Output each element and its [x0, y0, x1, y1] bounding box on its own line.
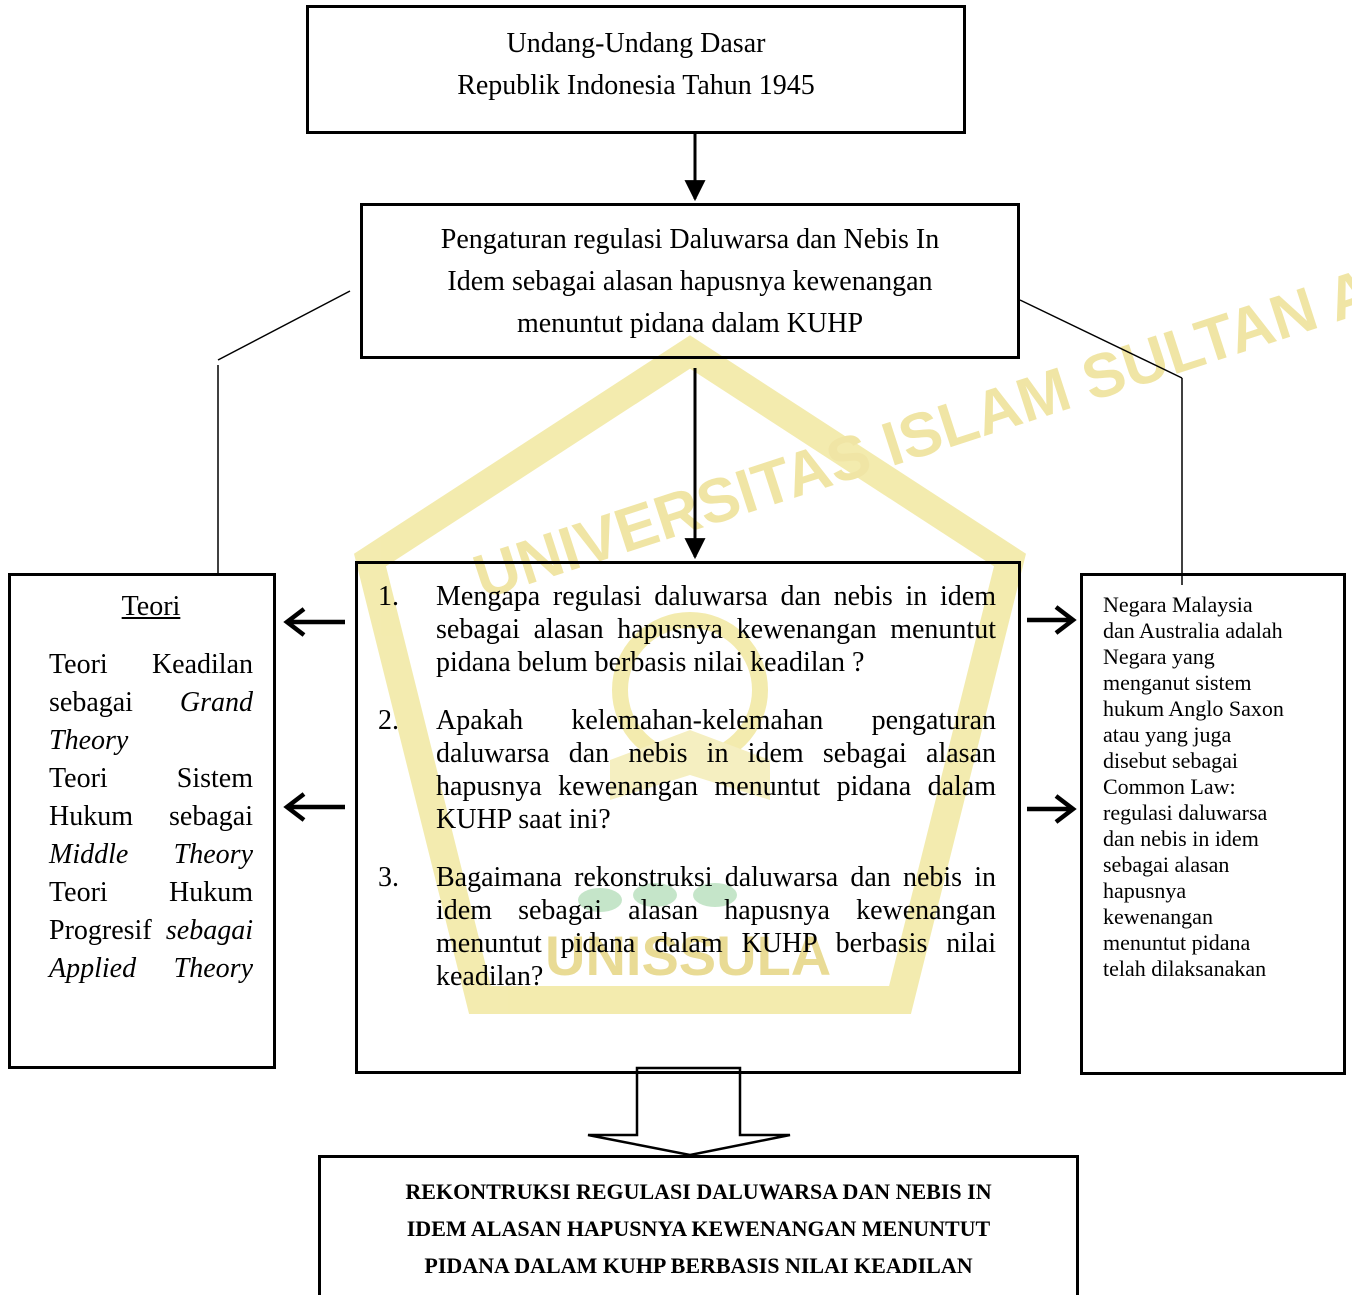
arrow-left-2-icon [283, 792, 345, 822]
teori-item-middle: Teori Sistem Hukum sebagai Middle Theory [49, 760, 253, 874]
teori-word: sebagai [49, 687, 133, 718]
teori-word: Keadilan [151, 649, 253, 680]
arrow-right-2-icon [1027, 794, 1077, 824]
question-text: Bagaimana rekonstruksi daluwarsa dan neb… [436, 862, 996, 992]
question-number: 1. [378, 581, 399, 612]
teori-title: Teori [121, 591, 181, 622]
teori-word: Teori [49, 649, 108, 680]
negara-line: hapusnya [1103, 878, 1187, 903]
negara-box: Negara Malaysia dan Australia adalah Neg… [1080, 573, 1346, 1075]
negara-line: sebagai alasan [1103, 852, 1230, 877]
uud-line-2: Republik Indonesia Tahun 1945 [457, 70, 815, 101]
teori-item-applied: Teori Hukum Progresif sebagai Applied The… [49, 874, 253, 988]
question-item: 3. Bagaimana rekonstruksi daluwarsa dan … [378, 861, 996, 993]
question-text: Apakah kelemahan-kelemahan pengaturan da… [436, 705, 996, 835]
arrow-left-1-icon [283, 607, 345, 637]
question-item: 2. Apakah kelemahan-kelemahan pengaturan… [378, 704, 996, 836]
arrow-right-1-icon [1027, 605, 1077, 635]
teori-word: Sistem [176, 763, 253, 794]
teori-word: Hukum [169, 877, 253, 908]
teori-word: Theory [49, 725, 129, 756]
block-arrow-down-icon [587, 1066, 791, 1157]
line-right-diagonal [1019, 299, 1183, 379]
teori-word: Progresif [49, 915, 152, 946]
negara-line: Negara Malaysia [1103, 592, 1253, 617]
negara-line: kewenangan [1103, 904, 1213, 929]
teori-word: Teori [49, 877, 108, 908]
uud-line-1: Undang-Undang Dasar [506, 28, 766, 59]
negara-line: Negara yang [1103, 644, 1215, 669]
teori-word: sebagai [169, 801, 253, 832]
negara-line: menganut sistem [1103, 670, 1252, 695]
teori-word: Applied Theory [49, 953, 253, 984]
negara-line: atau yang juga [1103, 722, 1232, 747]
negara-line: dan nebis in idem [1103, 826, 1259, 851]
pengaturan-box: Pengaturan regulasi Daluwarsa dan Nebis … [360, 203, 1020, 359]
teori-word: Grand [179, 687, 253, 718]
negara-line: hukum Anglo Saxon [1103, 696, 1284, 721]
negara-line: regulasi daluwarsa [1103, 800, 1268, 825]
teori-item-grand: Teori Keadilan sebagai Grand Theory [49, 646, 253, 760]
teori-word: Hukum [49, 801, 133, 832]
question-number: 2. [378, 705, 399, 736]
negara-line: telah dilaksanakan [1103, 956, 1267, 981]
rekonstruksi-line-1: REKONTRUKSI REGULASI DALUWARSA DAN NEBIS… [405, 1179, 992, 1204]
pengaturan-line-3: menuntut pidana dalam KUHP [516, 308, 864, 339]
teori-word: Teori [49, 763, 108, 794]
negara-line: menuntut pidana [1103, 930, 1251, 955]
teori-word: sebagai [165, 915, 253, 946]
question-number: 3. [378, 862, 399, 893]
teori-word: Middle Theory [49, 839, 253, 870]
pengaturan-line-1: Pengaturan regulasi Daluwarsa dan Nebis … [440, 224, 940, 255]
uud-box: Undang-Undang Dasar Republik Indonesia T… [306, 5, 966, 134]
question-text: Mengapa regulasi daluwarsa dan nebis in … [436, 581, 996, 678]
rekonstruksi-line-2: IDEM ALASAN HAPUSNYA KEWENANGAN MENUNTUT [406, 1216, 991, 1241]
rekonstruksi-line-3: PIDANA DALAM KUHP BERBASIS NILAI KEADILA… [424, 1253, 973, 1278]
negara-line: disebut sebagai [1103, 748, 1239, 773]
rumusan-masalah-box: 1. Mengapa regulasi daluwarsa dan nebis … [355, 561, 1021, 1074]
rekonstruksi-box: REKONTRUKSI REGULASI DALUWARSA DAN NEBIS… [318, 1155, 1079, 1295]
question-item: 1. Mengapa regulasi daluwarsa dan nebis … [378, 580, 996, 679]
pengaturan-line-2: Idem sebagai alasan hapusnya kewenangan [447, 266, 933, 297]
line-left-diagonal [217, 290, 351, 361]
negara-line: Common Law: [1103, 774, 1236, 799]
watermark-unissula: UNISSULA [545, 924, 831, 987]
negara-line: dan Australia adalah [1103, 618, 1283, 643]
